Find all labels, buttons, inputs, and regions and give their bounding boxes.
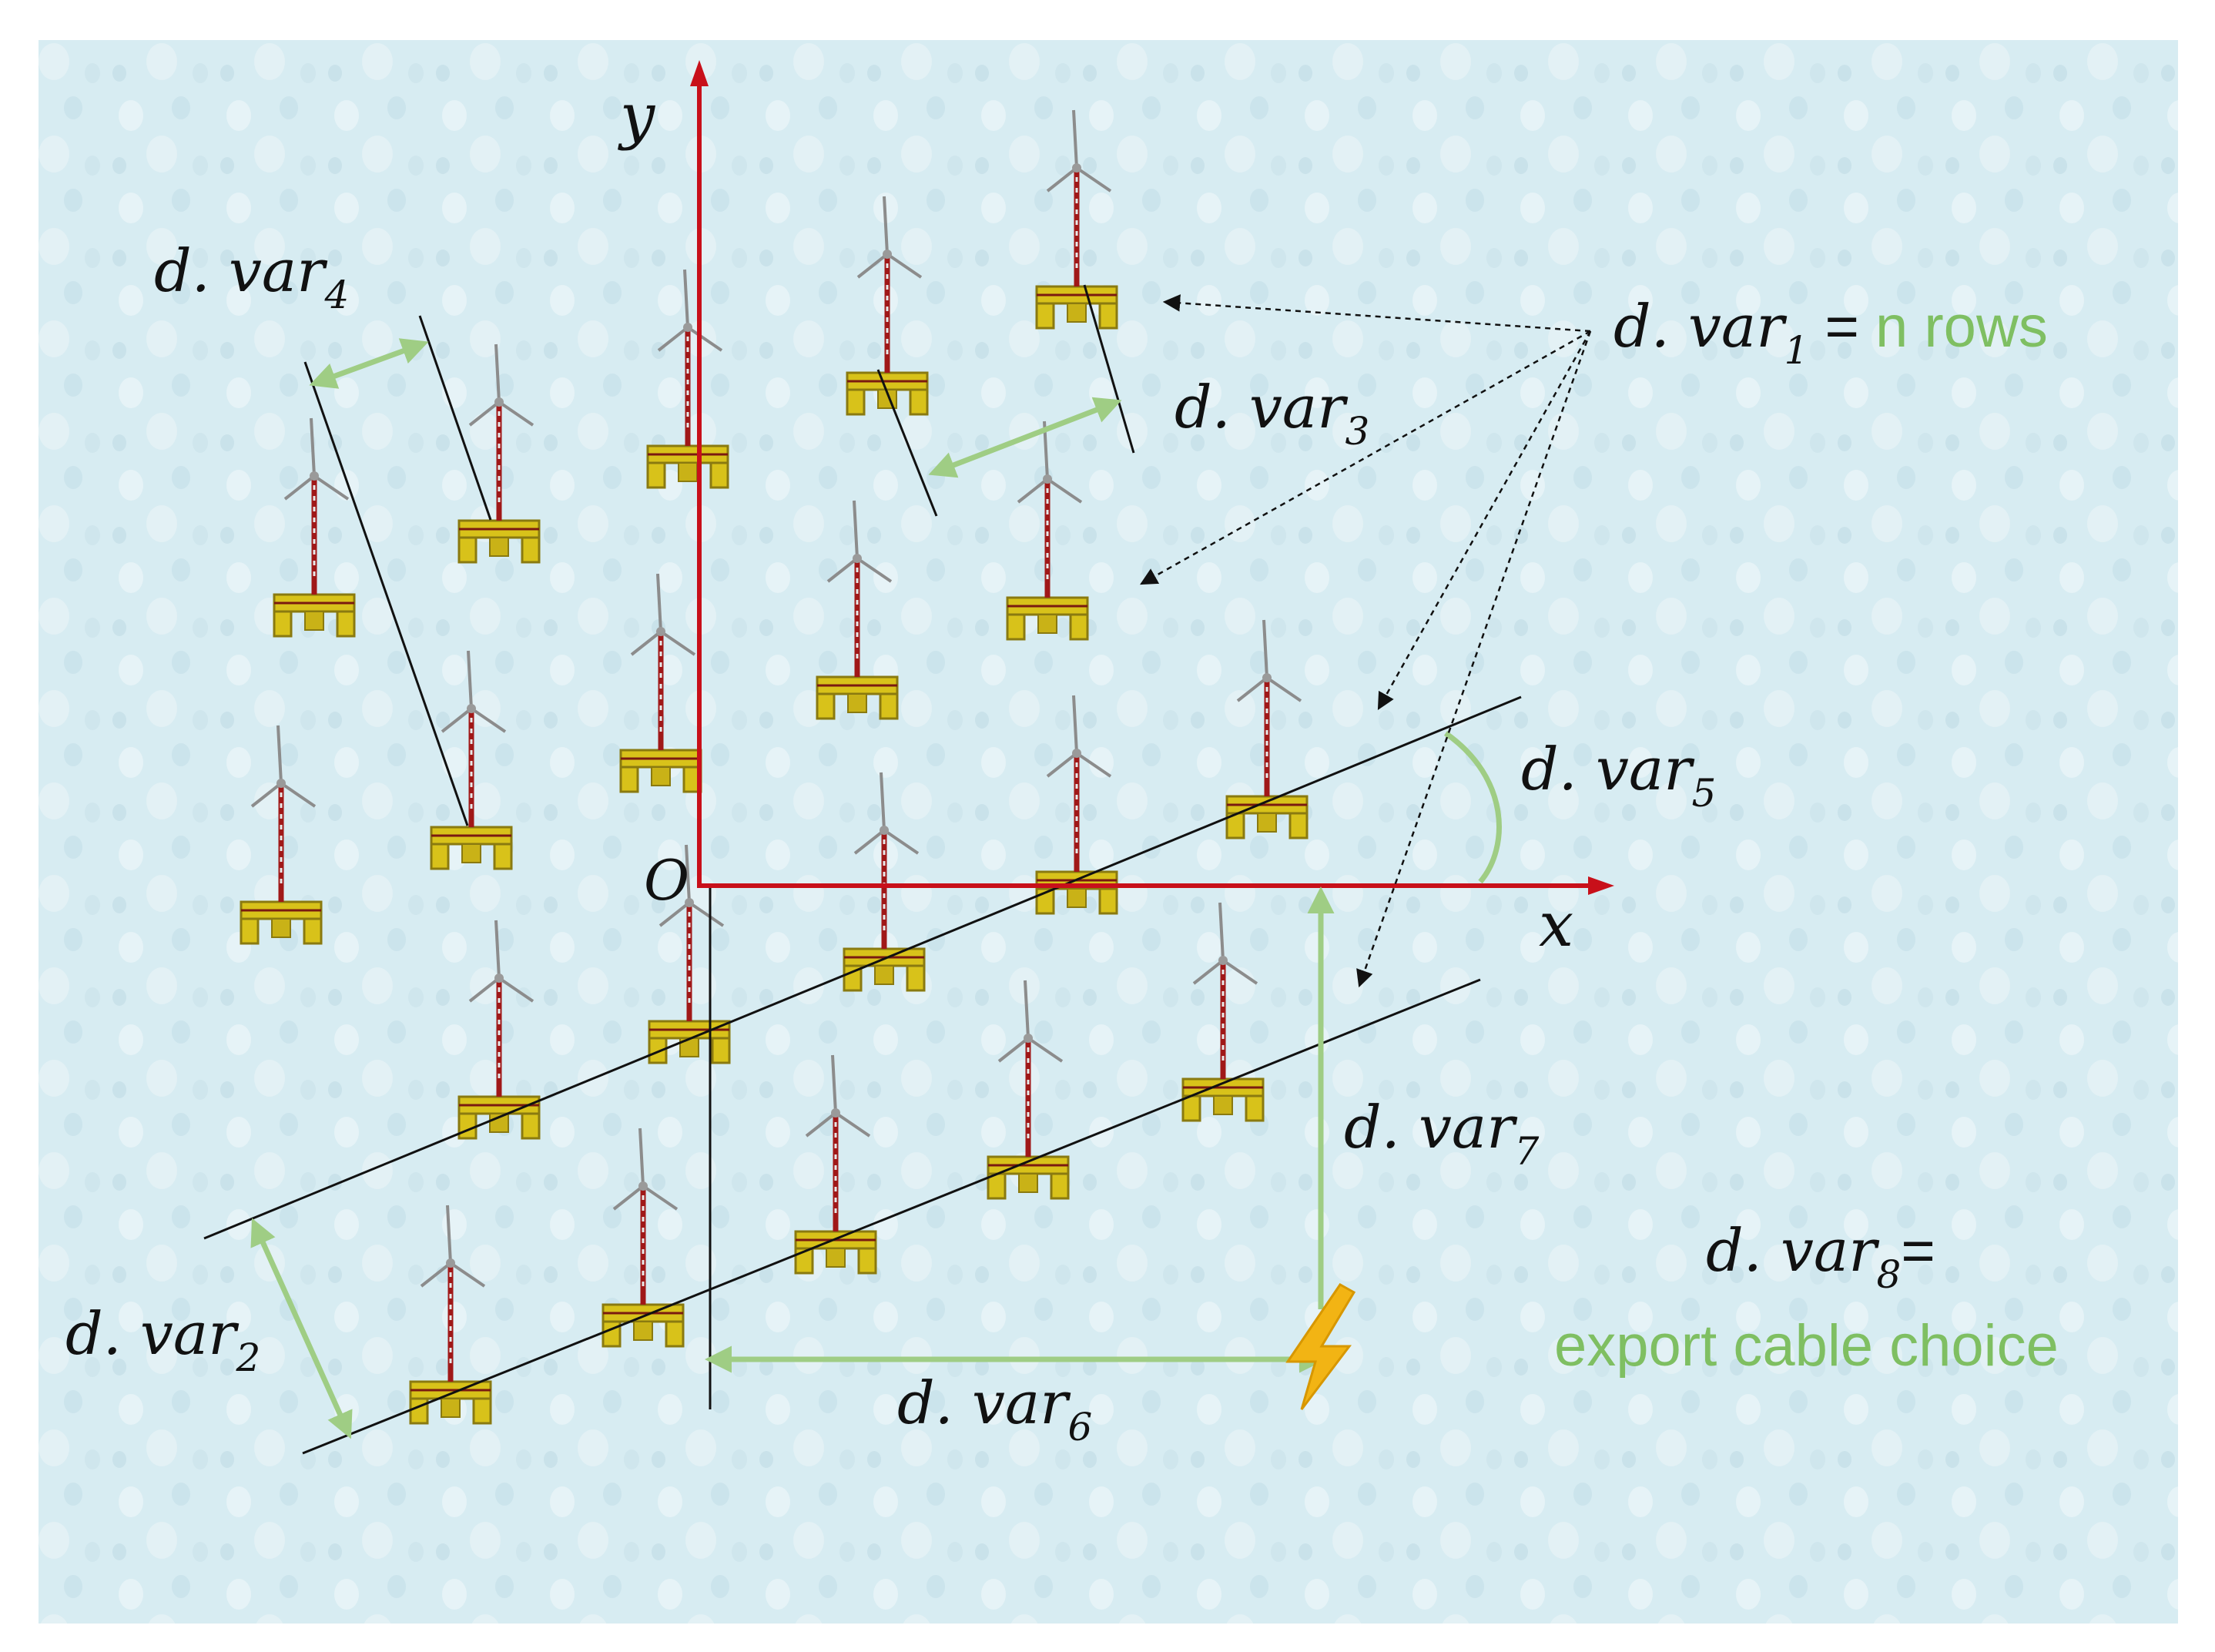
column-line-right-a	[876, 369, 938, 517]
lightning-bolt-icon	[1285, 1283, 1356, 1410]
dimension-var3	[928, 397, 1122, 478]
pointer-arrow	[1162, 294, 1591, 333]
x-axis-arrowhead	[1588, 876, 1614, 895]
row-line-lower	[302, 978, 1481, 1455]
dimension-var5-arc	[1443, 731, 1502, 884]
column-line-left-a	[303, 361, 469, 826]
dimension-var2	[250, 1218, 353, 1439]
y-axis-arrowhead	[690, 60, 709, 86]
y-axis-label: y	[618, 80, 656, 152]
sea-background	[39, 40, 2178, 1624]
origin-label: O	[644, 848, 689, 913]
row-line-upper	[203, 695, 1522, 1240]
dimension-var4	[309, 338, 429, 389]
var3-label: d. var3	[1175, 373, 1369, 454]
var5-label: d. var5	[1521, 735, 1716, 816]
dimension-markers	[250, 338, 1502, 1439]
var8-label: d. var8=	[1706, 1216, 1935, 1297]
labels: y x O d. var1 = n rows d. var2 d. var3 d…	[65, 80, 2059, 1449]
pointer-arrow	[1377, 330, 1592, 710]
coordinate-axes	[697, 69, 1606, 888]
reference-lines	[203, 284, 1522, 1455]
axes	[690, 60, 1614, 895]
var2-label: d. var2	[65, 1299, 260, 1380]
var6-label: d. var6	[897, 1369, 1092, 1449]
column-line-left-b	[418, 315, 492, 521]
var4-label: d. var4	[154, 236, 349, 317]
column-line-right-b	[1083, 284, 1135, 454]
var8-description: export cable choice	[1554, 1313, 2059, 1379]
var7-label: d. var7	[1344, 1093, 1540, 1174]
var1-pointer-arrows	[1140, 294, 1592, 988]
x-axis-label: x	[1539, 889, 1573, 960]
var1-label: d. var1 = n rows	[1613, 292, 2048, 373]
